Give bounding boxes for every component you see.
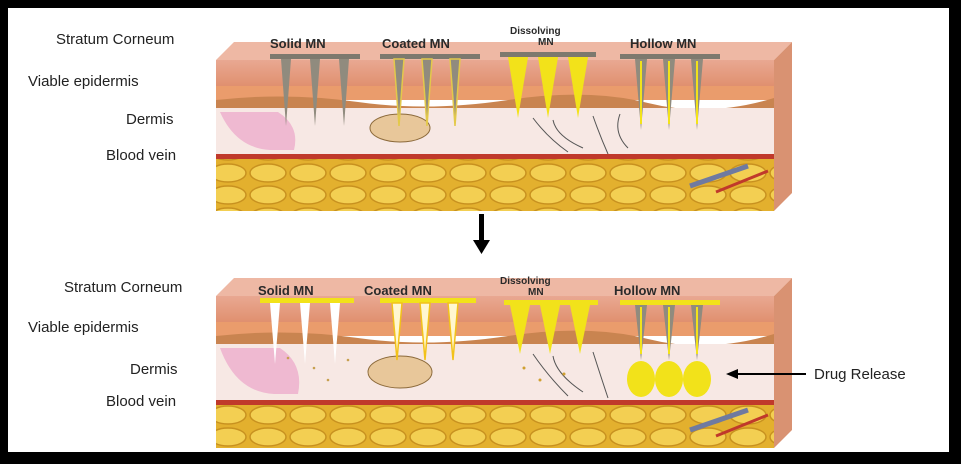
drug-release-label: Drug Release — [814, 366, 906, 383]
dermis-label: Dermis — [130, 361, 178, 378]
blood-vein-label: Blood vein — [106, 393, 176, 410]
solid-mn-label: Solid MN — [270, 36, 326, 51]
coated-mn-label: Coated MN — [364, 283, 432, 298]
down-arrow-icon — [473, 214, 490, 254]
dissolving-mn-label-line2: MN — [538, 37, 554, 48]
dermis-label: Dermis — [126, 111, 174, 128]
figure-frame: Solid MN Coated MN Dissolving MN Hollow … — [8, 8, 949, 452]
blood-vein-label: Blood vein — [106, 147, 176, 164]
dissolving-mn-label-line1: Dissolving — [500, 276, 551, 287]
hollow-mn-label: Hollow MN — [630, 36, 696, 51]
viable-epidermis-label: Viable epidermis — [28, 73, 139, 90]
blood-vessel — [216, 400, 774, 405]
viable-epidermis-label: Viable epidermis — [28, 319, 139, 336]
before-panel: Solid MN Coated MN Dissolving MN Hollow … — [28, 26, 792, 211]
blood-vessel — [216, 154, 774, 159]
drug-depot — [683, 361, 711, 397]
stratum-corneum-label: Stratum Corneum — [64, 279, 182, 296]
drug-depot — [627, 361, 655, 397]
skin-block — [216, 42, 792, 211]
after-panel: Solid MN Coated MN Dissolving MN Hollow … — [28, 276, 906, 448]
solid-mn-label: Solid MN — [258, 283, 314, 298]
dissolving-mn-label-line2: MN — [528, 287, 544, 298]
stratum-corneum-label: Stratum Corneum — [56, 31, 174, 48]
drug-depot — [655, 361, 683, 397]
hollow-mn-label: Hollow MN — [614, 283, 680, 298]
coated-mn-label: Coated MN — [382, 36, 450, 51]
dissolving-mn-label-line1: Dissolving — [510, 26, 561, 37]
microneedle-diagram: Solid MN Coated MN Dissolving MN Hollow … — [8, 8, 949, 452]
